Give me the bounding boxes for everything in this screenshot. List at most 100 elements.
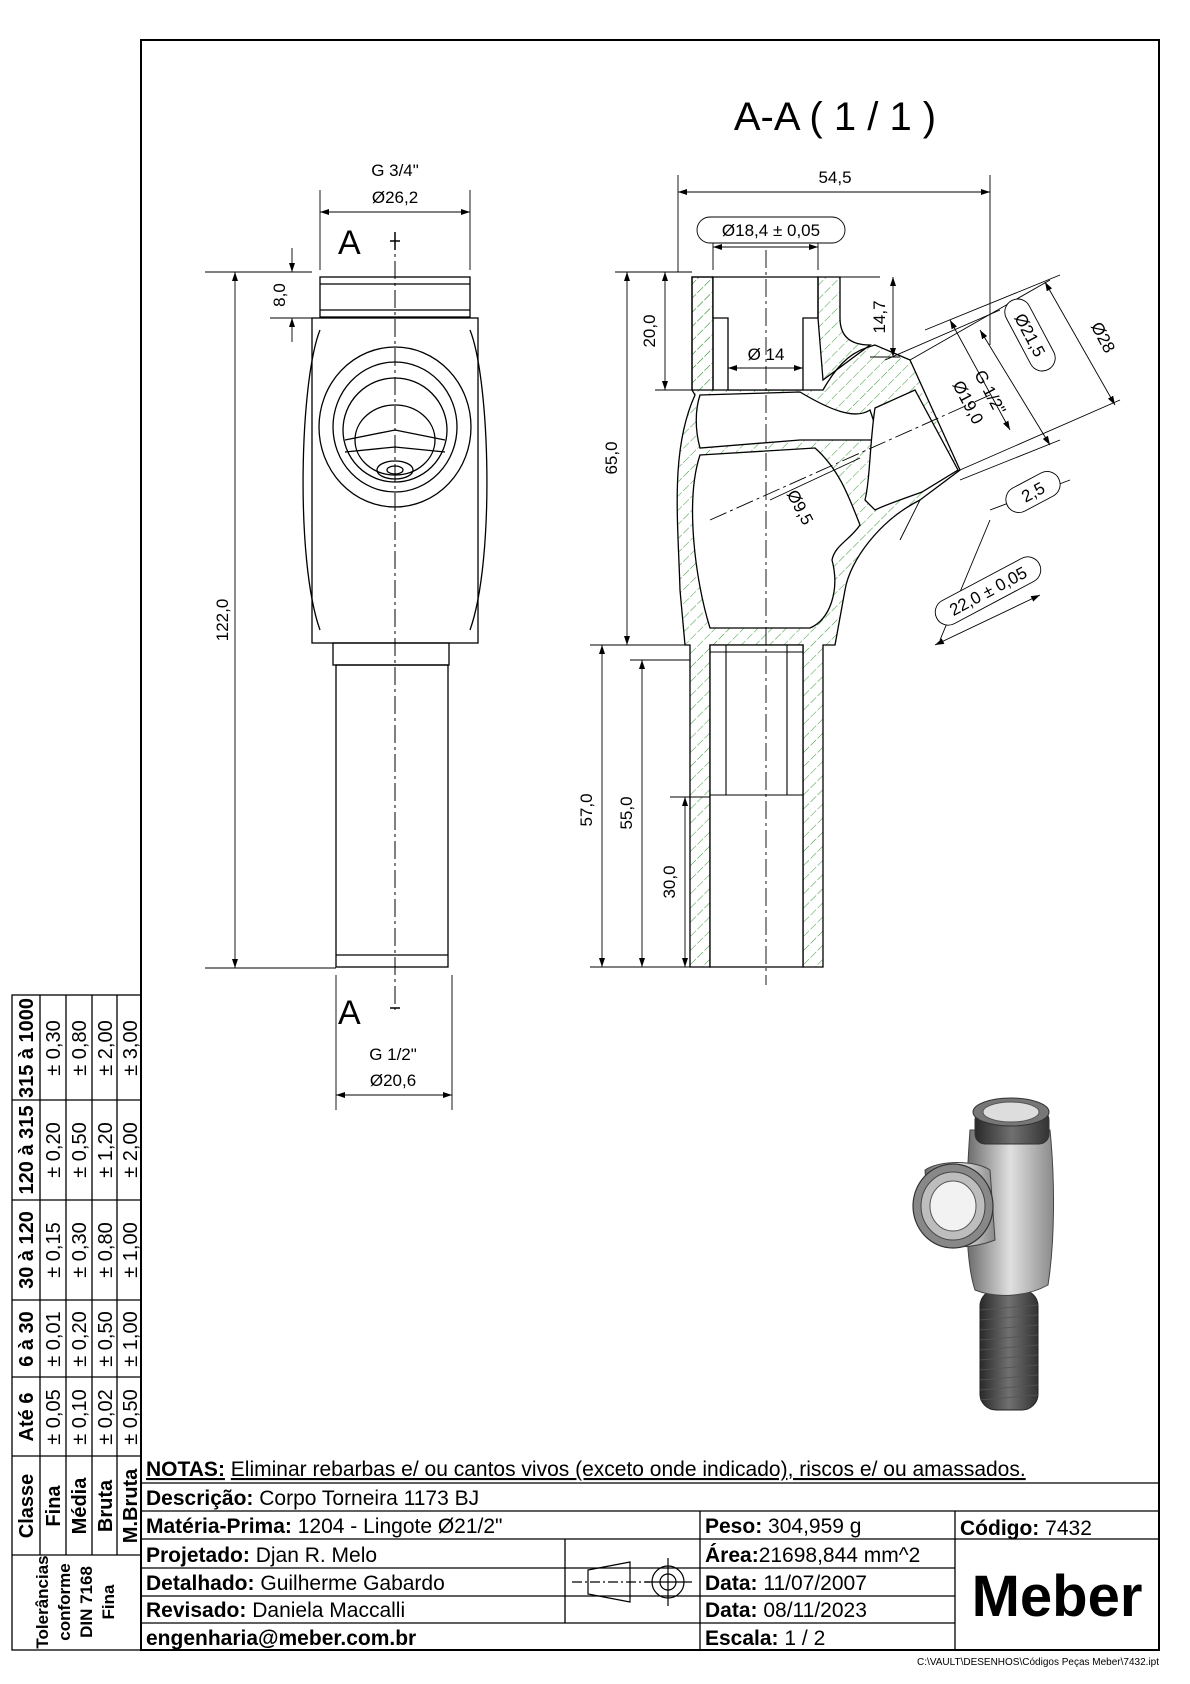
email: engenharia@meber.com.br <box>146 1627 416 1650</box>
codigo-value: 7432 <box>1045 1517 1092 1540</box>
tol-value: ± 0,02 <box>95 1389 117 1444</box>
tol-range-5: 315 à 1000 <box>16 998 38 1098</box>
tol-value: ± 0,20 <box>43 1122 65 1177</box>
data1-label: Data: <box>705 1572 758 1595</box>
area-line: Área:21698,844 mm^2 <box>705 1544 920 1567</box>
tol-range-2: 6 à 30 <box>16 1311 38 1367</box>
tol-value: ± 0,80 <box>95 1222 117 1277</box>
dim-bore-top: Ø18,4 ± 0,05 <box>722 221 820 240</box>
tol-value: ± 2,00 <box>95 1020 117 1075</box>
isometric-view <box>912 1097 1055 1411</box>
tol-side-label-2: conforme <box>55 1563 74 1640</box>
area-label: Área: <box>705 1544 759 1567</box>
tol-value: ± 3,00 <box>120 1020 142 1075</box>
dim-stem-30: 30,0 <box>660 865 679 898</box>
escala-value: 1 / 2 <box>784 1627 825 1650</box>
tol-value: ± 0,05 <box>43 1389 65 1444</box>
tol-class-mbruta: M.Bruta <box>120 1468 142 1543</box>
tolerance-table <box>11 994 142 1651</box>
tol-value: ± 0,50 <box>120 1389 142 1444</box>
escala-line: Escala: 1 / 2 <box>705 1627 825 1650</box>
notes-line: NOTAS: Eliminar rebarbas e/ ou cantos vi… <box>146 1458 1026 1481</box>
front-dimensions <box>205 190 471 1110</box>
detalhado-label: Detalhado: <box>146 1572 255 1595</box>
peso-label: Peso: <box>705 1515 762 1538</box>
detalhado-line: Detalhado: Guilherme Gabardo <box>146 1572 445 1595</box>
section-dimensions <box>590 175 1121 968</box>
tol-side-label-4: Fina <box>99 1584 118 1619</box>
tolerance-texts: Tolerâncias conforme DIN 7168 Fina Class… <box>16 998 142 1649</box>
codigo-line: Código: 7432 <box>960 1517 1092 1540</box>
tol-value: ± 2,00 <box>120 1122 142 1177</box>
dim-stem-55: 55,0 <box>617 796 636 829</box>
tol-range-3: 30 à 120 <box>16 1211 38 1289</box>
tol-value: ± 0,50 <box>69 1122 91 1177</box>
tol-value: ± 0,20 <box>69 1311 91 1366</box>
projetado-line: Projetado: Djan R. Melo <box>146 1544 377 1567</box>
dim-total-height: 122,0 <box>213 599 232 642</box>
company-logo: Meber <box>972 1564 1143 1629</box>
section-view <box>676 276 961 968</box>
section-mark-top: A <box>338 224 361 262</box>
data2-value: 08/11/2023 <box>763 1599 867 1622</box>
tol-value: ± 0,50 <box>95 1311 117 1366</box>
tol-range-1: Até 6 <box>16 1393 38 1442</box>
dim-side-14-7: 14,7 <box>870 300 889 333</box>
projetado-value: Djan R. Melo <box>256 1544 377 1567</box>
tol-value: ± 0,01 <box>43 1311 65 1366</box>
tol-value: ± 0,10 <box>69 1389 91 1444</box>
dim-bore-inner: Ø 14 <box>748 345 785 364</box>
codigo-label: Código: <box>960 1517 1039 1540</box>
notes-text: Eliminar rebarbas e/ ou cantos vivos (ex… <box>231 1458 1026 1481</box>
revisado-line: Revisado: Daniela Maccalli <box>146 1599 405 1622</box>
tol-side-label-1: Tolerâncias <box>33 1555 52 1648</box>
top-thread-label: G 3/4" <box>371 161 419 180</box>
bottom-thread-label: G 1/2" <box>369 1045 417 1064</box>
section-title: A-A ( 1 / 1 ) <box>734 95 936 139</box>
dim-body-height: 65,0 <box>602 441 621 474</box>
descricao-label: Descrição: <box>146 1487 253 1510</box>
peso-line: Peso: 304,959 g <box>705 1515 861 1538</box>
descricao-value: Corpo Torneira 1173 BJ <box>259 1487 479 1510</box>
section-mark-bottom: A <box>338 994 361 1032</box>
projetado-label: Projetado: <box>146 1544 250 1567</box>
notes-label: NOTAS: <box>146 1458 225 1481</box>
title-block-grid <box>141 1482 1159 1650</box>
area-value: 21698,844 mm^2 <box>759 1544 921 1567</box>
tol-side-label-3: DIN 7168 <box>77 1566 96 1638</box>
tol-value: ± 1,20 <box>95 1122 117 1177</box>
dim-bore-top-box <box>696 216 846 244</box>
tol-class-fina: Fina <box>43 1485 65 1527</box>
tol-value: ± 1,00 <box>120 1222 142 1277</box>
bottom-diameter-label: Ø20,6 <box>370 1071 416 1090</box>
data1-value: 11/07/2007 <box>763 1572 867 1595</box>
dim-width: 54,5 <box>818 168 851 187</box>
side-centerline <box>709 394 991 521</box>
tol-value: ± 1,00 <box>120 1311 142 1366</box>
revisado-value: Daniela Maccalli <box>252 1599 405 1622</box>
tol-value: ± 0,30 <box>43 1020 65 1075</box>
data1-line: Data: 11/07/2007 <box>705 1572 867 1595</box>
materia-line: Matéria-Prima: 1204 - Lingote Ø21/2" <box>146 1515 503 1538</box>
peso-value: 304,959 g <box>768 1515 861 1538</box>
materia-label: Matéria-Prima: <box>146 1515 292 1538</box>
dim-side-28: Ø28 <box>1087 319 1119 356</box>
tol-value: ± 0,80 <box>69 1020 91 1075</box>
tol-value: ± 0,30 <box>69 1222 91 1277</box>
projection-symbol <box>572 1558 692 1606</box>
escala-label: Escala: <box>705 1627 779 1650</box>
data2-label: Data: <box>705 1599 758 1622</box>
file-path: C:\VAULT\DESENHOS\Códigos Peças Meber\74… <box>917 1657 1159 1668</box>
dim-stem-57: 57,0 <box>577 793 596 826</box>
tol-class-media: Média <box>69 1477 91 1535</box>
materia-value: 1204 - Lingote Ø21/2" <box>298 1515 503 1538</box>
dim-top-depth: 20,0 <box>640 314 659 347</box>
detalhado-value: Guilherme Gabardo <box>260 1572 444 1595</box>
descricao-line: Descrição: Corpo Torneira 1173 BJ <box>146 1487 479 1510</box>
tol-range-4: 120 à 315 <box>16 1106 38 1195</box>
tol-header: Classe <box>16 1474 38 1539</box>
tol-class-bruta: Bruta <box>95 1479 117 1532</box>
dim-top-thread: 8,0 <box>270 283 289 307</box>
tol-value: ± 0,15 <box>43 1222 65 1277</box>
